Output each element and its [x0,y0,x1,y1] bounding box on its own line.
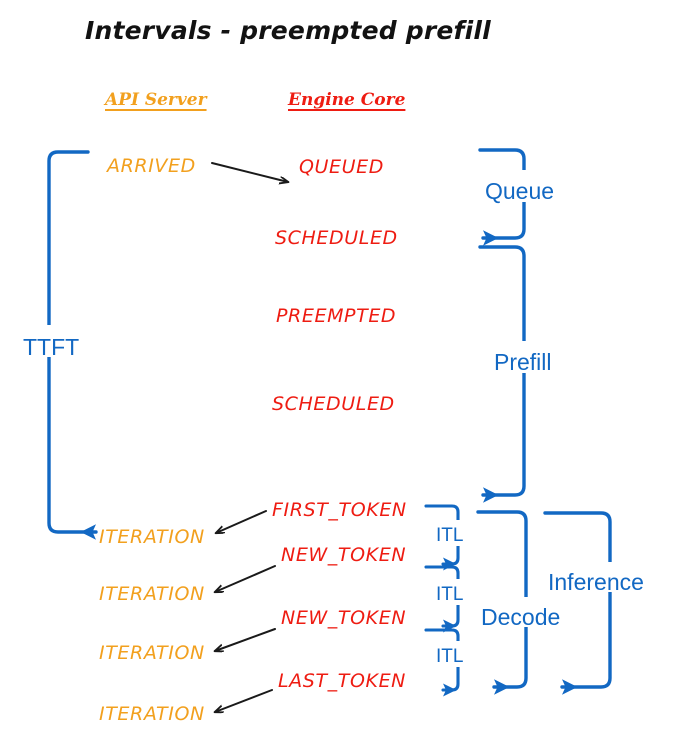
state-preempted: PREEMPTED [276,305,397,327]
bracket-decode [476,510,573,695]
arrow-first-token-to-iteration [216,510,267,533]
column-header-api-server: API Server [105,90,207,110]
bracket-ttft [18,150,98,540]
state-iteration-3: ITERATION [99,642,205,664]
state-first-token: FIRST_TOKEN [272,499,407,521]
bracket-itl-1 [424,504,472,571]
state-scheduled-2: SCHEDULED [272,393,395,415]
state-iteration-4: ITERATION [99,703,205,725]
interval-label-decode: Decode [481,604,561,630]
state-new-token-2: NEW_TOKEN [281,607,407,629]
interval-label-queue: Queue [485,178,555,204]
state-queued: QUEUED [299,156,385,178]
page-title: Intervals - preempted prefill [85,16,491,45]
column-header-engine-core: Engine Core [288,90,406,110]
interval-label-ttft: TTFT [23,334,80,360]
state-last-token: LAST_TOKEN [278,670,406,692]
state-arrived: ARRIVED [107,155,196,177]
bracket-prefill [478,245,569,503]
interval-label-prefill: Prefill [494,349,552,375]
interval-label-itl-1: ITL [436,525,464,546]
arrow-new-token-to-iteration-2 [215,628,276,651]
bracket-itl-3 [424,628,472,697]
bracket-inference [543,511,670,695]
bracket-itl-2 [424,565,472,633]
state-scheduled-1: SCHEDULED [275,227,398,249]
state-iteration-1: ITERATION [99,526,205,548]
interval-label-inference: Inference [548,569,644,595]
state-new-token-1: NEW_TOKEN [281,544,407,566]
state-iteration-2: ITERATION [99,583,205,605]
arrow-arrived-to-queued [211,162,288,182]
interval-label-itl-2: ITL [436,584,464,605]
arrow-last-token-to-iteration [215,689,273,712]
arrow-new-token-to-iteration-1 [215,565,276,592]
bracket-queue [478,148,577,246]
interval-label-itl-3: ITL [436,646,464,667]
